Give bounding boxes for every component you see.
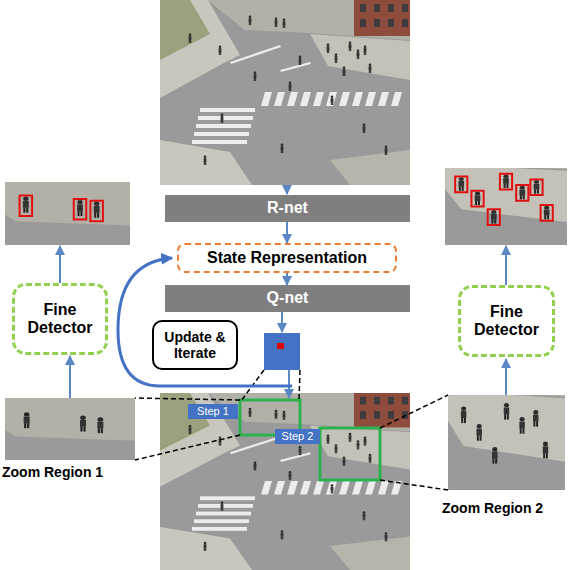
node-text: Step 1 [195,405,231,418]
node-text: Q-net [265,289,311,307]
flow-arrow [60,185,506,398]
step-tag: Step 2 [275,429,320,444]
node-text: R-net [265,199,310,217]
node-text: Fine Detector [461,303,552,340]
node-text: Step 2 [280,430,316,443]
iterate-arrow [118,258,292,386]
node-text: Update & Iterate [154,329,236,361]
detector-box: Fine Detector [458,285,555,357]
state-box: State Representation [177,243,397,273]
zoom-leader [135,370,448,490]
action-map [264,333,300,370]
network-bar: R-net [165,195,410,222]
action-dot [277,343,284,349]
street-photo [160,0,410,185]
iterate-box: Update & Iterate [152,320,238,370]
node-text: State Representation [205,249,369,267]
zoom-box [320,428,380,480]
detection-photo [120,115,568,379]
network-bar: Q-net [165,285,410,312]
flow-arrow [286,222,288,243]
street-photo [160,393,410,570]
detector-box: Fine Detector [12,283,108,355]
node-text: Fine Detector [15,301,105,338]
flow-arrow [286,273,288,285]
region-label: Zoom Region 2 [442,500,543,516]
region-label: Zoom Region 1 [2,464,103,480]
zoom-photo [0,386,373,570]
step-tag: Step 1 [188,404,238,419]
